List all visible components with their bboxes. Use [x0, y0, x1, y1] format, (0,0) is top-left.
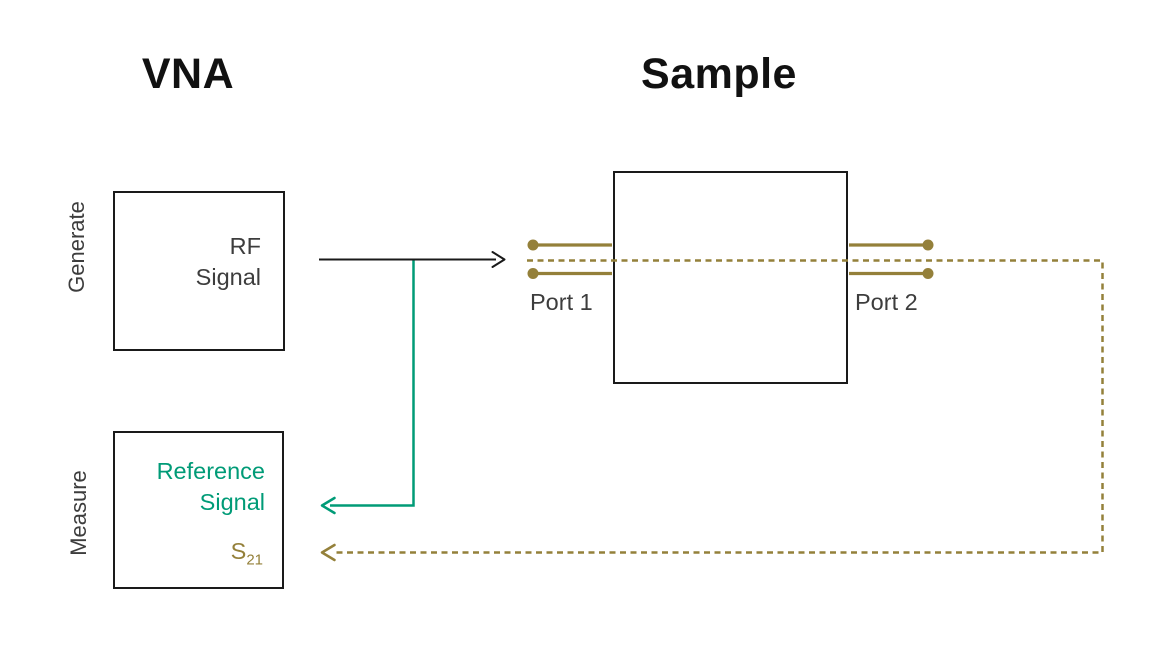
measure-side-label: Measure [66, 470, 91, 556]
port2-lower-dot-icon [922, 268, 934, 279]
rf-signal-label: RF Signal [113, 231, 261, 293]
s21-label: S21 [113, 536, 263, 569]
port2-upper-dot-icon [922, 239, 934, 251]
s21-arrowhead-icon [320, 543, 336, 562]
reference-signal-label: Reference Signal [113, 456, 265, 518]
generate-box [113, 191, 285, 351]
port1-lower-dot-icon [527, 268, 539, 279]
rf-signal-line2: Signal [195, 264, 261, 290]
reference-signal-line2: Signal [199, 489, 265, 515]
s21-subscript: 21 [246, 551, 263, 569]
sample-box [613, 171, 848, 384]
port1-upper-dot-icon [527, 239, 539, 251]
rf-signal-arrow [319, 251, 506, 268]
reference-signal-line1: Reference [156, 458, 265, 484]
port1-label: Port 1 [530, 289, 593, 315]
rf-signal-arrowhead-icon [491, 251, 506, 268]
s21-base: S [230, 538, 247, 564]
rf-signal-line1: RF [229, 233, 261, 259]
vna-title: VNA [141, 50, 235, 98]
port1-connectors [527, 239, 612, 279]
reference-signal-arrow [320, 260, 415, 515]
reference-signal-path-line [330, 260, 415, 507]
port2-label: Port 2 [855, 289, 918, 315]
reference-signal-arrowhead-icon [320, 496, 336, 515]
sample-title: Sample [641, 50, 797, 98]
generate-side-label: Generate [64, 201, 89, 293]
measure-box [113, 431, 284, 589]
port2-connectors [849, 239, 934, 279]
